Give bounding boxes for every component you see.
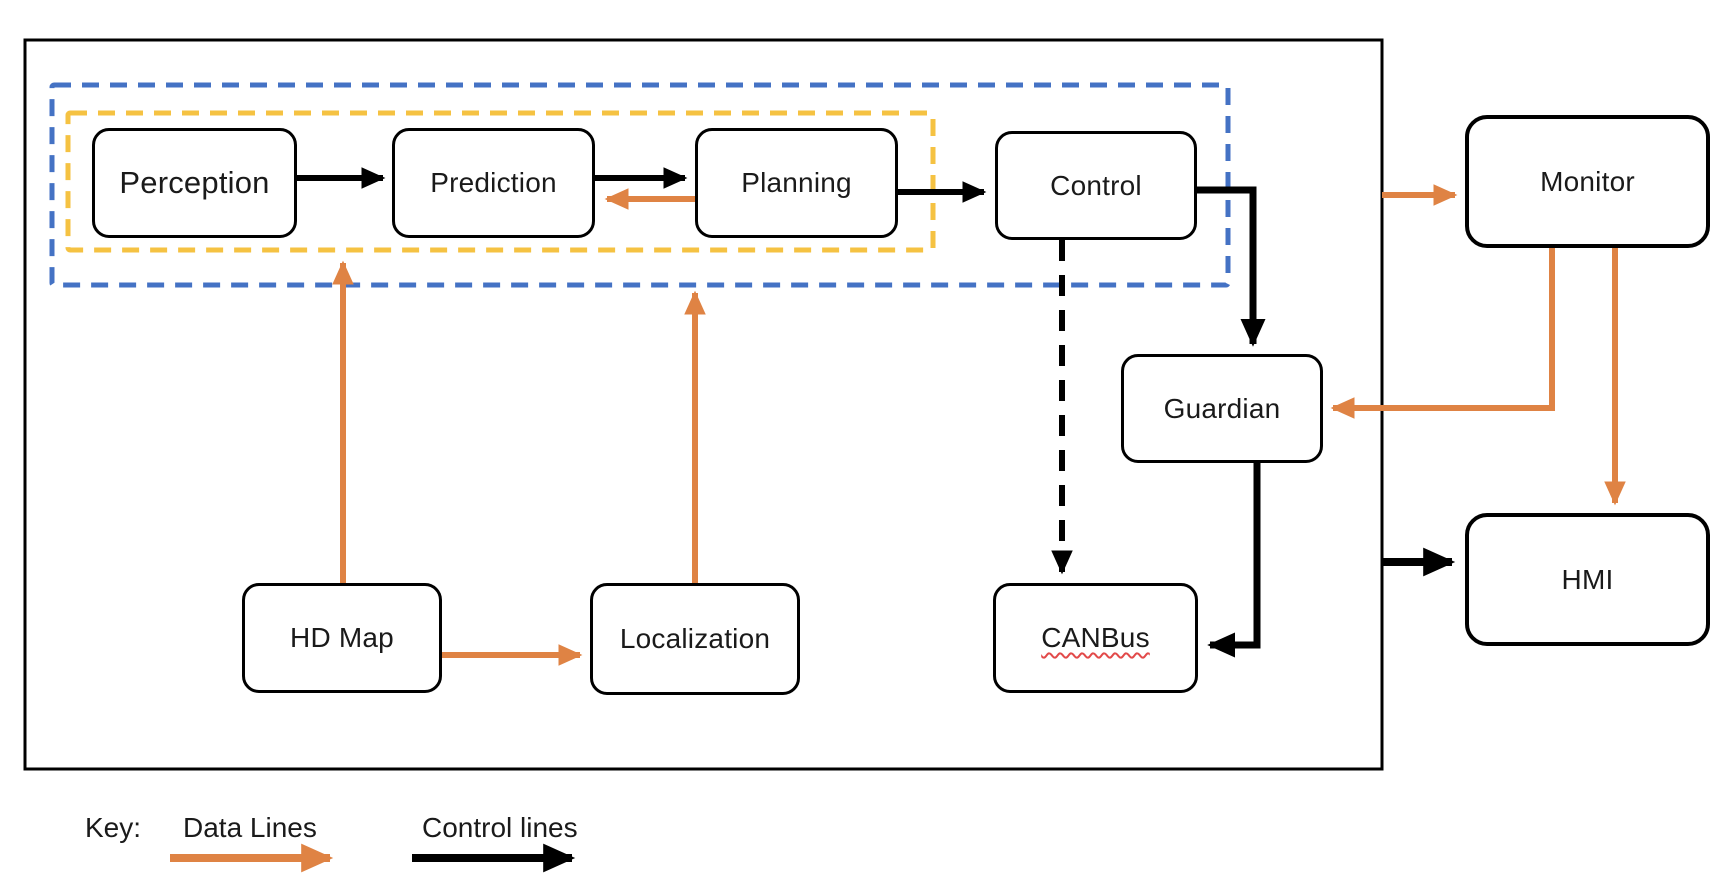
node-guardian: Guardian <box>1121 354 1323 463</box>
node-prediction: Prediction <box>392 128 595 238</box>
node-guardian-label: Guardian <box>1163 392 1281 424</box>
node-canbus: CANBus <box>993 583 1198 693</box>
node-hmi: HMI <box>1465 513 1710 646</box>
edge-monitor-guardian <box>1330 248 1555 419</box>
node-perception-label: Perception <box>119 165 270 200</box>
node-localization: Localization <box>590 583 800 695</box>
node-canbus-label: CANBus <box>1041 622 1150 653</box>
node-control: Control <box>995 131 1197 240</box>
system-boundary-box <box>23 38 1384 771</box>
node-hmi-label: HMI <box>1561 563 1614 595</box>
node-hd-map-label: HD Map <box>290 622 394 653</box>
node-control-label: Control <box>1050 169 1142 201</box>
node-monitor: Monitor <box>1465 115 1710 248</box>
node-planning-label: Planning <box>741 167 852 198</box>
legend-data-lines-label: Data Lines <box>183 812 317 843</box>
module-group-blue-dashed-box <box>49 82 1231 288</box>
node-perception: Perception <box>92 128 297 238</box>
legend-title: Key: <box>85 812 142 843</box>
legend-control-lines-label: Control lines <box>422 812 578 843</box>
edge-control-guardian <box>1197 186 1266 347</box>
node-prediction-label: Prediction <box>430 167 557 198</box>
inner-group-yellow-dashed-box <box>65 110 936 253</box>
node-localization-label: Localization <box>619 623 771 654</box>
node-planning: Planning <box>695 128 898 238</box>
edge-guardian-canbus <box>1207 463 1261 658</box>
node-monitor-label: Monitor <box>1540 165 1635 197</box>
node-hd-map: HD Map <box>242 583 442 693</box>
